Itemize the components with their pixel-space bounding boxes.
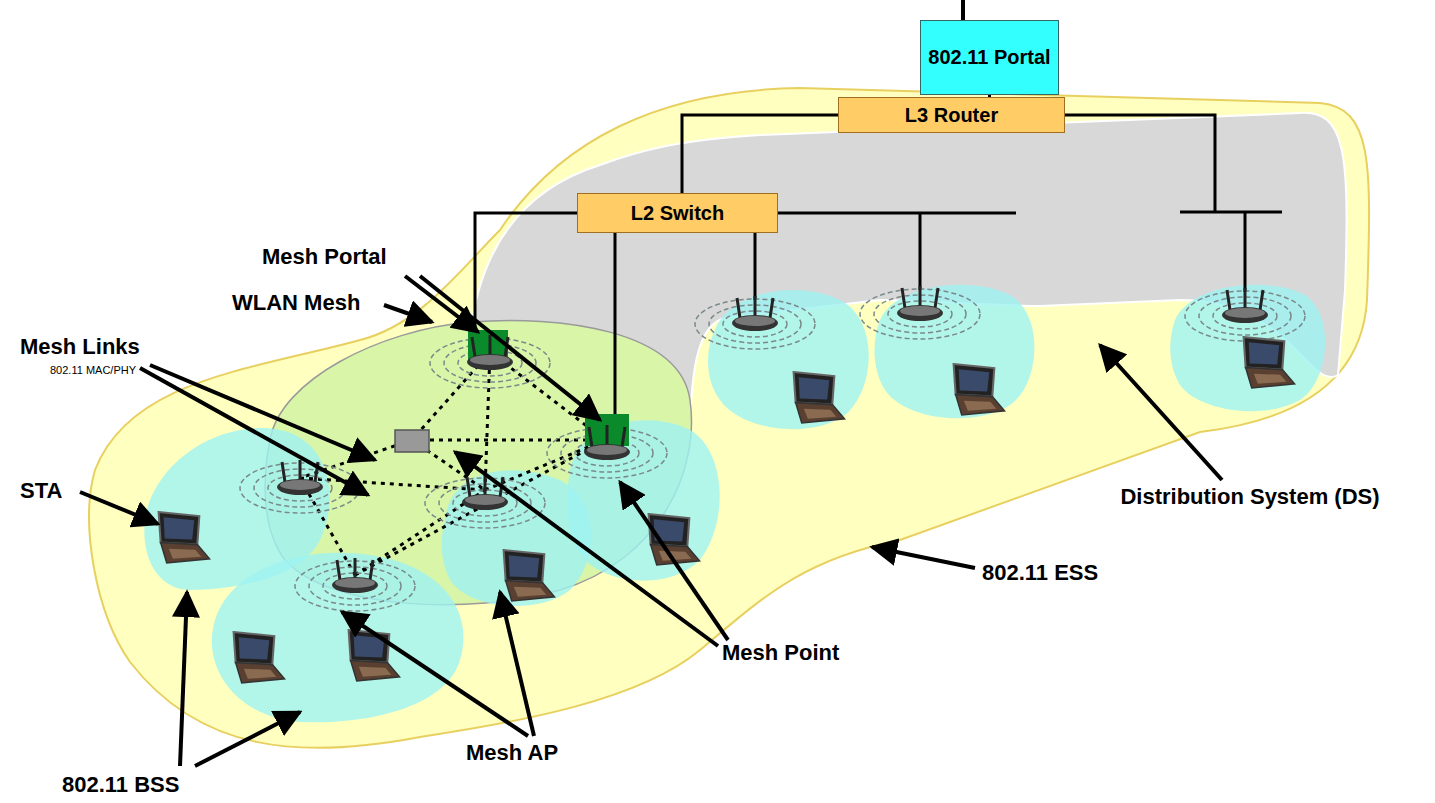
access-point-icon	[584, 425, 630, 460]
laptop-icon	[954, 364, 1005, 415]
ds-label: Distribution System (DS)	[1090, 484, 1410, 509]
laptops	[159, 337, 1295, 683]
laptop-icon	[1244, 337, 1295, 388]
leader-arrows	[80, 0, 1222, 766]
router-box: L3 Router	[838, 97, 1065, 133]
access-points	[277, 286, 1268, 593]
box-text: L3 Router	[905, 104, 998, 127]
mesh-point-label: Mesh Point	[722, 640, 839, 665]
access-point-icon	[462, 475, 508, 510]
mac-phy-note: 802.11 MAC/PHY	[50, 364, 136, 377]
mesh-portal-label: Mesh Portal	[262, 244, 387, 269]
access-point-icon	[897, 286, 943, 321]
access-point-icon	[332, 558, 378, 593]
connector	[682, 115, 838, 193]
box-text: 802.11 Portal	[928, 46, 1050, 69]
access-point-icon	[1222, 288, 1268, 323]
access-point-icon	[732, 296, 778, 331]
wlan-mesh-label: WLAN Mesh	[232, 290, 360, 315]
radio-waves	[240, 289, 1305, 611]
laptop-icon	[349, 630, 400, 681]
laptop-icon	[234, 632, 285, 683]
ess-region	[89, 88, 1369, 748]
sta-label: STA	[20, 478, 62, 503]
ess-label: 802.11 ESS	[982, 560, 1098, 585]
mesh-ap-label: Mesh AP	[466, 740, 558, 765]
switch-box: L2 Switch	[577, 193, 778, 233]
mesh-links-label: Mesh Links	[20, 334, 140, 359]
bss-label: 802.11 BSS	[62, 772, 179, 797]
laptop-icon	[159, 512, 210, 563]
laptop-icon	[794, 372, 845, 423]
box-text: L2 Switch	[631, 202, 724, 225]
laptop-icon	[649, 514, 700, 565]
access-point-icon	[467, 335, 513, 370]
mesh-point-box	[395, 430, 429, 452]
portal-box: 802.11 Portal	[920, 20, 1059, 95]
ds-wiring	[475, 115, 1282, 420]
laptop-icon	[504, 550, 555, 601]
